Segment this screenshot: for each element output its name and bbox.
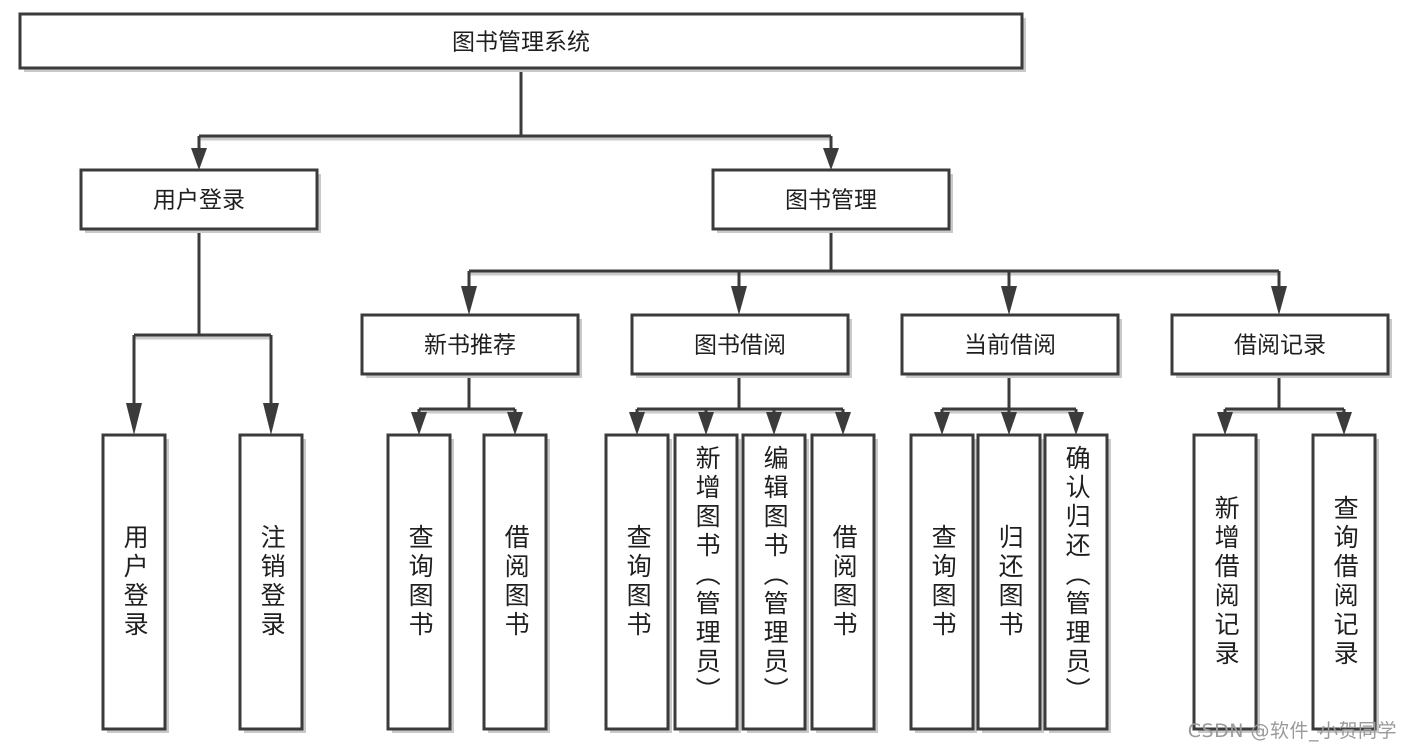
node-new-book-recommend-label: 新书推荐 bbox=[424, 333, 516, 359]
node-borrow-record-label: 借阅记录 bbox=[1234, 333, 1326, 359]
arrow-leaf-user-logout bbox=[263, 403, 279, 435]
arrow-leaf-return-book bbox=[1001, 412, 1017, 435]
node-book-manage[interactable] bbox=[711, 168, 951, 231]
arrow-leaf-query-book-2 bbox=[629, 412, 645, 435]
arrow-leaf-borrow-book-2 bbox=[835, 412, 851, 435]
arrow-book-manage bbox=[823, 148, 839, 170]
leaf-node-borrow-book-2[interactable] bbox=[810, 433, 876, 731]
leaf-node-edit-book[interactable] bbox=[741, 433, 807, 731]
node-user-login[interactable] bbox=[79, 168, 319, 231]
arrow-user-login bbox=[191, 148, 207, 170]
node-root-book-management-system[interactable] bbox=[18, 12, 1024, 70]
arrow-leaf-add-book bbox=[698, 412, 714, 435]
arrow-new-book-recommend bbox=[461, 286, 477, 315]
leaf-node-query-book-1[interactable] bbox=[386, 433, 452, 731]
nodes-group: 图书管理系统 用户登录 图书管理 新书推荐 图书借阅 当前借阅 借阅记录 bbox=[18, 12, 1392, 733]
arrow-leaf-query-record bbox=[1336, 412, 1352, 435]
arrow-leaf-query-book-1 bbox=[411, 412, 427, 435]
arrow-leaf-borrow-book-1 bbox=[507, 412, 523, 435]
node-current-borrow[interactable] bbox=[900, 313, 1120, 376]
leaf-node-query-book-2[interactable] bbox=[604, 433, 670, 731]
leaf-node-add-record[interactable] bbox=[1192, 433, 1258, 731]
node-current-borrow-label: 当前借阅 bbox=[964, 333, 1056, 359]
node-book-borrow-label: 图书借阅 bbox=[694, 333, 786, 359]
arrow-leaf-confirm-return bbox=[1068, 412, 1084, 435]
leaf-node-query-book-3[interactable] bbox=[909, 433, 975, 731]
arrow-borrow-record bbox=[1271, 286, 1287, 315]
node-root-label: 图书管理系统 bbox=[452, 30, 590, 56]
arrow-leaf-query-book-3 bbox=[934, 412, 950, 435]
node-book-borrow[interactable] bbox=[630, 313, 850, 376]
leaf-node-add-book[interactable] bbox=[673, 433, 739, 731]
leaf-node-user-login[interactable] bbox=[101, 433, 167, 731]
node-borrow-record[interactable] bbox=[1170, 313, 1390, 376]
arrow-current-borrow bbox=[1001, 286, 1017, 315]
arrow-book-borrow bbox=[731, 286, 747, 315]
leaf-node-user-logout[interactable] bbox=[238, 433, 304, 731]
node-book-manage-label: 图书管理 bbox=[785, 188, 877, 214]
leaf-node-confirm-return[interactable] bbox=[1043, 433, 1109, 731]
arrow-leaf-edit-book bbox=[766, 412, 782, 435]
leaf-node-borrow-book-1[interactable] bbox=[482, 433, 548, 731]
node-user-login-label: 用户登录 bbox=[153, 188, 245, 214]
node-new-book-recommend[interactable] bbox=[360, 313, 580, 376]
leaf-node-return-book[interactable] bbox=[976, 433, 1042, 731]
leaf-node-query-record[interactable] bbox=[1311, 433, 1377, 731]
edges-group bbox=[126, 69, 1352, 435]
arrow-leaf-add-record bbox=[1217, 412, 1233, 435]
csdn-watermark: CSDN @软件_小贺同学 bbox=[1187, 720, 1397, 742]
arrow-leaf-user-login bbox=[126, 403, 142, 435]
